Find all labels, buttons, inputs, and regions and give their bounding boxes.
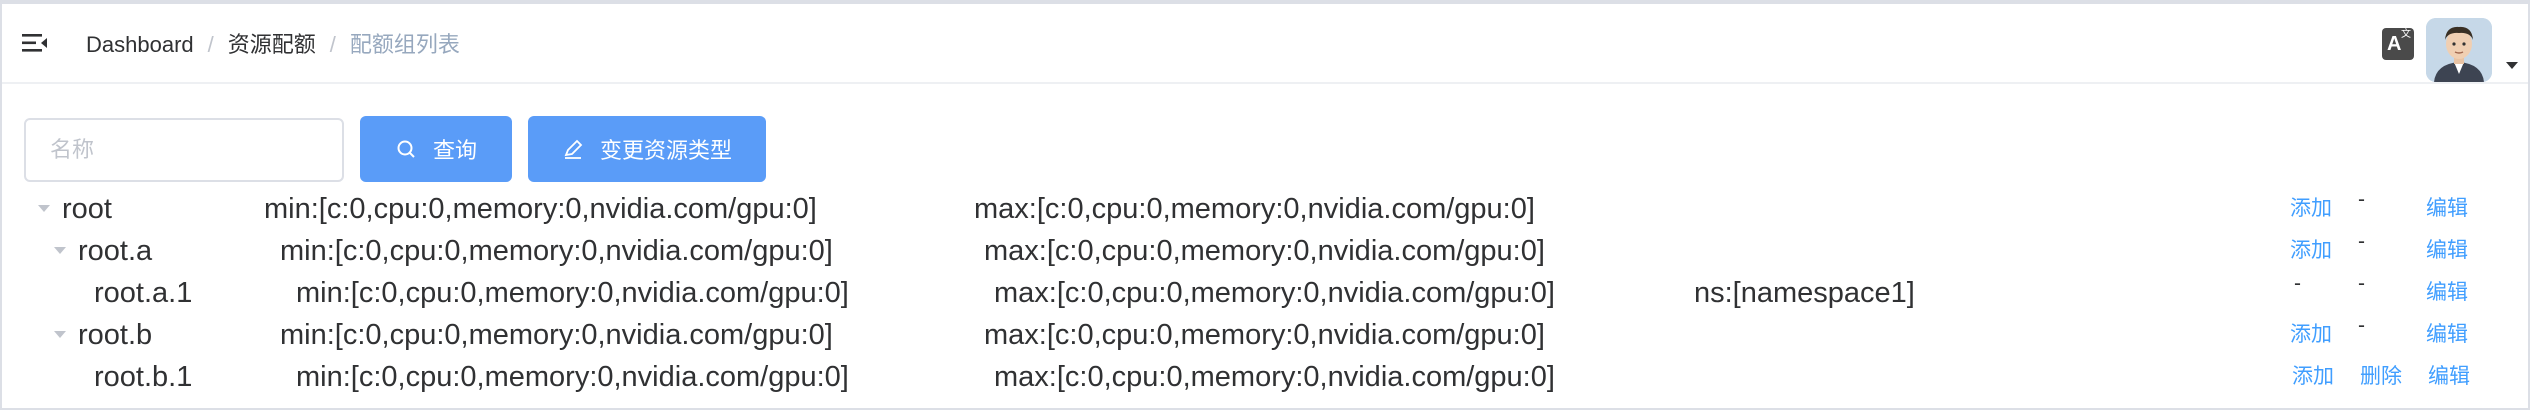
caret-down-icon <box>2506 62 2518 69</box>
tree-node[interactable]: root.a min:[c:0,cpu:0,memory:0,nvidia.co… <box>24 230 2514 272</box>
edit-button[interactable]: 编辑 <box>2426 197 2468 220</box>
edit-button[interactable]: 编辑 <box>2426 239 2468 262</box>
name-search-input[interactable] <box>24 118 344 182</box>
breadcrumb: Dashboard / 资源配额 / 配额组列表 <box>86 30 460 60</box>
user-menu[interactable] <box>2426 18 2522 84</box>
node-max: max:[c:0,cpu:0,memory:0,nvidia.com/gpu:0… <box>984 319 1545 351</box>
translate-icon[interactable]: A 文 <box>2382 28 2414 60</box>
translate-icon-letter: A <box>2387 33 2402 55</box>
breadcrumb-quota-group-list: 配额组列表 <box>349 32 460 57</box>
node-max: max:[c:0,cpu:0,memory:0,nvidia.com/gpu:0… <box>994 361 1555 393</box>
node-min: min:[c:0,cpu:0,memory:0,nvidia.com/gpu:0… <box>296 361 849 393</box>
add-placeholder: - <box>2294 272 2301 295</box>
node-name: root.b <box>78 319 153 351</box>
query-button[interactable]: 查询 <box>360 116 512 182</box>
node-name: root.a.1 <box>94 277 193 309</box>
delete-placeholder: - <box>2358 230 2365 253</box>
navbar: Dashboard / 资源配额 / 配额组列表 A 文 <box>2 4 2528 84</box>
add-button[interactable]: 添加 <box>2290 197 2332 220</box>
tree-node[interactable]: root min:[c:0,cpu:0,memory:0,nvidia.com/… <box>24 188 2514 230</box>
node-name: root.b.1 <box>94 361 193 393</box>
add-button[interactable]: 添加 <box>2290 323 2332 346</box>
caret-down-icon[interactable] <box>54 331 66 338</box>
caret-down-icon[interactable] <box>54 247 66 254</box>
node-name: root <box>62 193 112 225</box>
delete-placeholder: - <box>2358 188 2365 211</box>
add-button[interactable]: 添加 <box>2292 365 2334 388</box>
breadcrumb-separator: / <box>207 32 214 57</box>
node-ns: ns:[namespace1] <box>1694 277 1915 309</box>
edit-icon <box>562 138 584 160</box>
query-button-label: 查询 <box>432 138 477 163</box>
hamburger-menu-icon[interactable] <box>20 28 50 58</box>
node-min: min:[c:0,cpu:0,memory:0,nvidia.com/gpu:0… <box>296 277 849 309</box>
edit-button[interactable]: 编辑 <box>2428 365 2470 388</box>
change-resource-type-button[interactable]: 变更资源类型 <box>528 116 766 182</box>
change-resource-type-label: 变更资源类型 <box>599 138 732 163</box>
edit-button[interactable]: 编辑 <box>2426 323 2468 346</box>
breadcrumb-resource-quota[interactable]: 资源配额 <box>227 32 316 57</box>
translate-icon-sub: 文 <box>2401 29 2411 40</box>
node-name: root.a <box>78 235 153 267</box>
node-max: max:[c:0,cpu:0,memory:0,nvidia.com/gpu:0… <box>994 277 1555 309</box>
delete-placeholder: - <box>2358 272 2365 295</box>
delete-button[interactable]: 删除 <box>2360 365 2402 388</box>
delete-placeholder: - <box>2358 314 2365 337</box>
node-max: max:[c:0,cpu:0,memory:0,nvidia.com/gpu:0… <box>974 193 1535 225</box>
node-min: min:[c:0,cpu:0,memory:0,nvidia.com/gpu:0… <box>280 319 833 351</box>
tree-node[interactable]: root.b.1 min:[c:0,cpu:0,memory:0,nvidia.… <box>24 356 2514 398</box>
node-min: min:[c:0,cpu:0,memory:0,nvidia.com/gpu:0… <box>280 235 833 267</box>
avatar <box>2426 18 2492 82</box>
add-button[interactable]: 添加 <box>2290 239 2332 262</box>
breadcrumb-dashboard[interactable]: Dashboard <box>86 32 194 57</box>
breadcrumb-separator: / <box>329 32 336 57</box>
node-max: max:[c:0,cpu:0,memory:0,nvidia.com/gpu:0… <box>984 235 1545 267</box>
caret-down-icon[interactable] <box>38 205 50 212</box>
node-min: min:[c:0,cpu:0,memory:0,nvidia.com/gpu:0… <box>264 193 817 225</box>
search-icon <box>395 138 417 160</box>
tree-node[interactable]: root.b min:[c:0,cpu:0,memory:0,nvidia.co… <box>24 314 2514 356</box>
edit-button[interactable]: 编辑 <box>2426 281 2468 304</box>
tree-node[interactable]: root.a.1 min:[c:0,cpu:0,memory:0,nvidia.… <box>24 272 2514 314</box>
